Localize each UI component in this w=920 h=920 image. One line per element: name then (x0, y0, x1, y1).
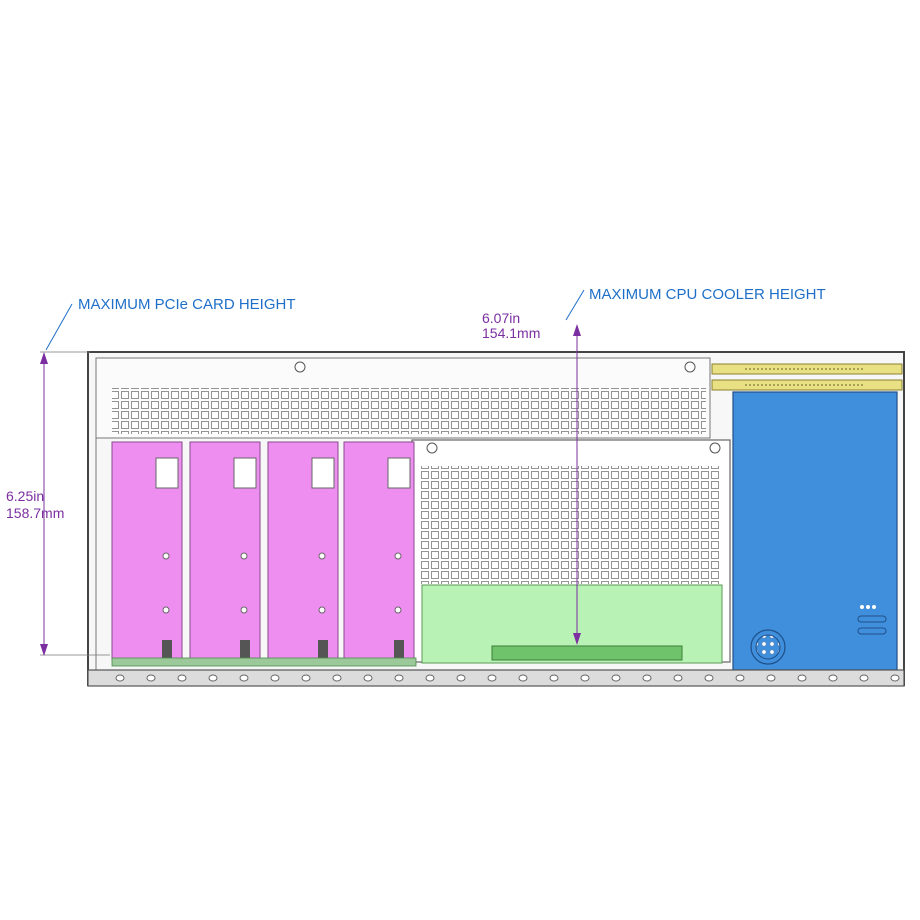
pcie-callout: MAXIMUM PCIe CARD HEIGHT (78, 296, 296, 313)
pcie-card-1 (111, 441, 183, 662)
cpu-dimension: 6.07in 154.1mm MAXIMUM CPU COOLER HEIGHT (482, 286, 826, 645)
cpu-callout: MAXIMUM CPU COOLER HEIGHT (589, 286, 826, 303)
rail-hole (115, 674, 125, 682)
pcie-dimension: 6.25in 158.7mm MAXIMUM PCIe CARD HEIGHT (6, 296, 296, 656)
rail-hole (735, 674, 745, 682)
rail-hole (208, 674, 218, 682)
motherboard-socket (491, 645, 683, 661)
rail-hole (332, 674, 342, 682)
drive-rails (711, 363, 903, 391)
cpu-dim-mm: 154.1mm (482, 325, 540, 341)
rail-hole (487, 674, 497, 682)
rail-hole (239, 674, 249, 682)
rail-hole (394, 674, 404, 682)
rail-hole (673, 674, 683, 682)
pcie-dim-inches: 6.25in (6, 488, 44, 504)
rail-hole (859, 674, 869, 682)
rail-hole (890, 674, 900, 682)
rail-hole (766, 674, 776, 682)
rail-hole (301, 674, 311, 682)
pcie-leader-line (45, 303, 73, 351)
cpu-perforation (420, 466, 720, 584)
pcie-slot-board (111, 657, 417, 667)
rail-hole (146, 674, 156, 682)
rail-hole (704, 674, 714, 682)
cpu-leader-line (565, 289, 585, 321)
cpu-area (411, 439, 731, 664)
pcie-card-2 (189, 441, 261, 662)
pcie-cards (111, 441, 417, 667)
pcie-dim-mm: 158.7mm (6, 505, 64, 521)
rail-hole (177, 674, 187, 682)
power-supply (732, 391, 898, 671)
rail-hole (425, 674, 435, 682)
rail-hole (363, 674, 373, 682)
rail-hole (611, 674, 621, 682)
psu-body (732, 391, 898, 671)
screw-hole (684, 361, 696, 373)
screw-hole (294, 361, 306, 373)
rail-hole (270, 674, 280, 682)
rail-hole (642, 674, 652, 682)
pcie-card-3 (267, 441, 339, 662)
rail-hole (518, 674, 528, 682)
bottom-rail (87, 669, 905, 687)
rail-hole (797, 674, 807, 682)
top-perforation (112, 388, 706, 434)
rail-hole (828, 674, 838, 682)
rail-hole (456, 674, 466, 682)
rail-hole (580, 674, 590, 682)
pcie-card-4 (343, 441, 415, 662)
cpu-dim-inches: 6.07in (482, 310, 520, 326)
rail-hole (549, 674, 559, 682)
